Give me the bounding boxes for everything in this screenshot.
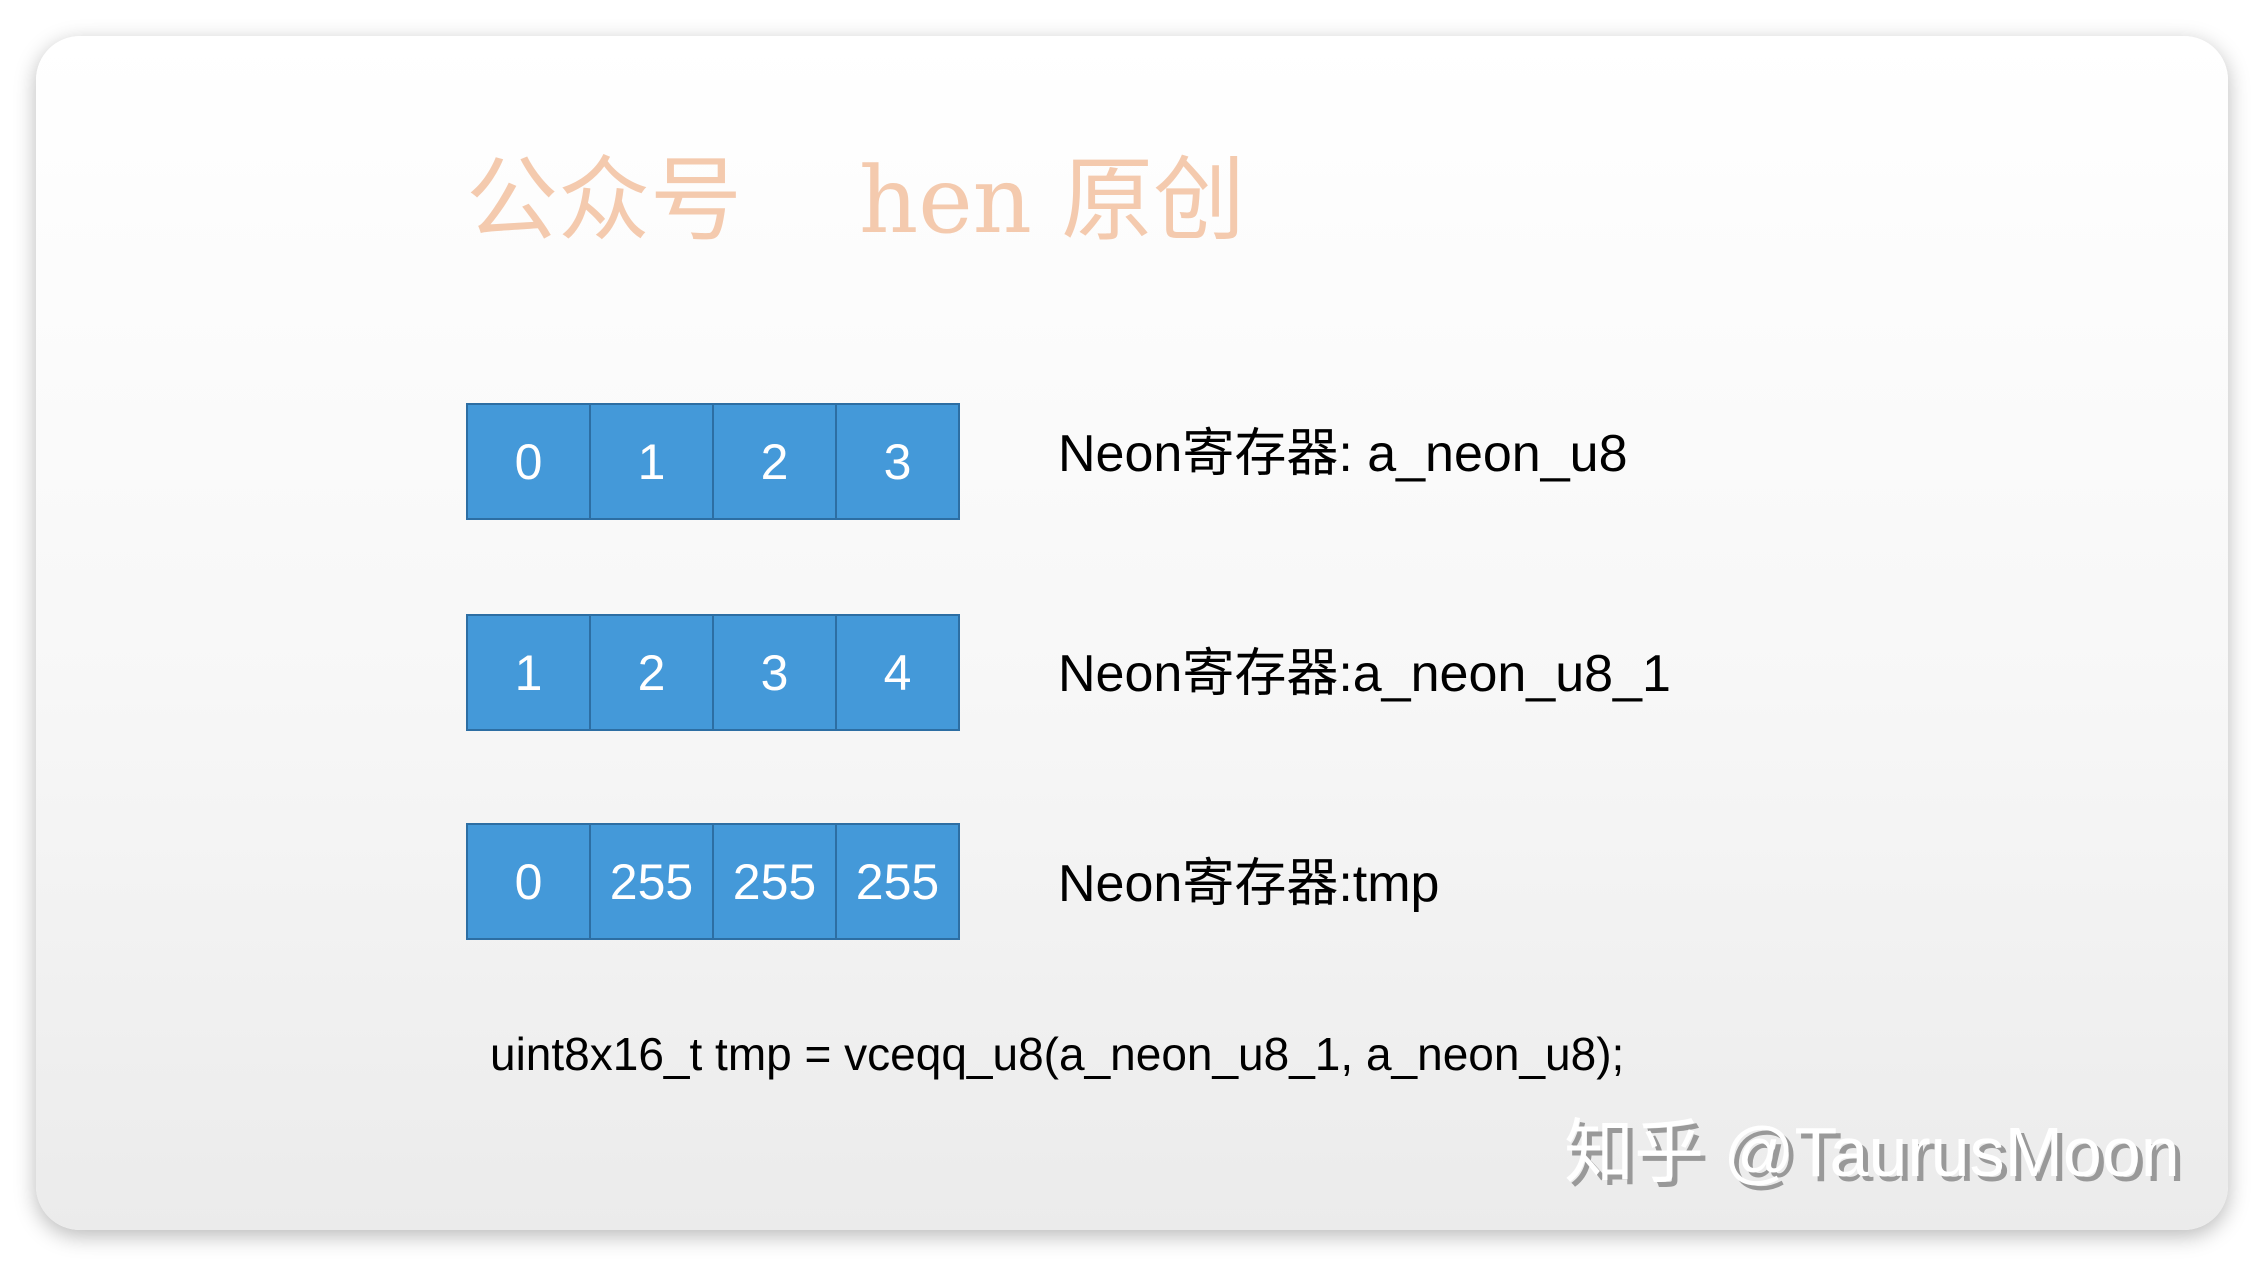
register-tmp: 0 255 255 255 — [466, 823, 960, 940]
register-a-neon-u8-1: 1 2 3 4 — [466, 614, 960, 731]
register-cell: 2 — [589, 614, 714, 731]
register-cell: 3 — [712, 614, 837, 731]
register-cell: 4 — [835, 614, 960, 731]
register-cell: 3 — [835, 403, 960, 520]
register-cell: 1 — [466, 614, 591, 731]
register-cell: 255 — [712, 823, 837, 940]
register-label: Neon寄存器:a_neon_u8_1 — [1058, 645, 1671, 703]
watermark-original: 公众号 hen 原创 — [466, 147, 1246, 254]
slide: 公众号 hen 原创 0 1 2 3 Neon寄存器: a_neon_u8 1 … — [36, 36, 2228, 1230]
register-label: Neon寄存器:tmp — [1058, 855, 1440, 913]
register-a-neon-u8: 0 1 2 3 — [466, 403, 960, 520]
code-line: uint8x16_t tmp = vceqq_u8(a_neon_u8_1, a… — [490, 1028, 1625, 1080]
register-cell: 0 — [466, 403, 591, 520]
register-cell: 255 — [835, 823, 960, 940]
watermark-site: 知乎 @TaurusMoon — [1564, 1113, 2180, 1191]
register-label: Neon寄存器: a_neon_u8 — [1058, 425, 1628, 483]
register-cell: 255 — [589, 823, 714, 940]
register-cell: 2 — [712, 403, 837, 520]
register-cell: 1 — [589, 403, 714, 520]
register-cell: 0 — [466, 823, 591, 940]
